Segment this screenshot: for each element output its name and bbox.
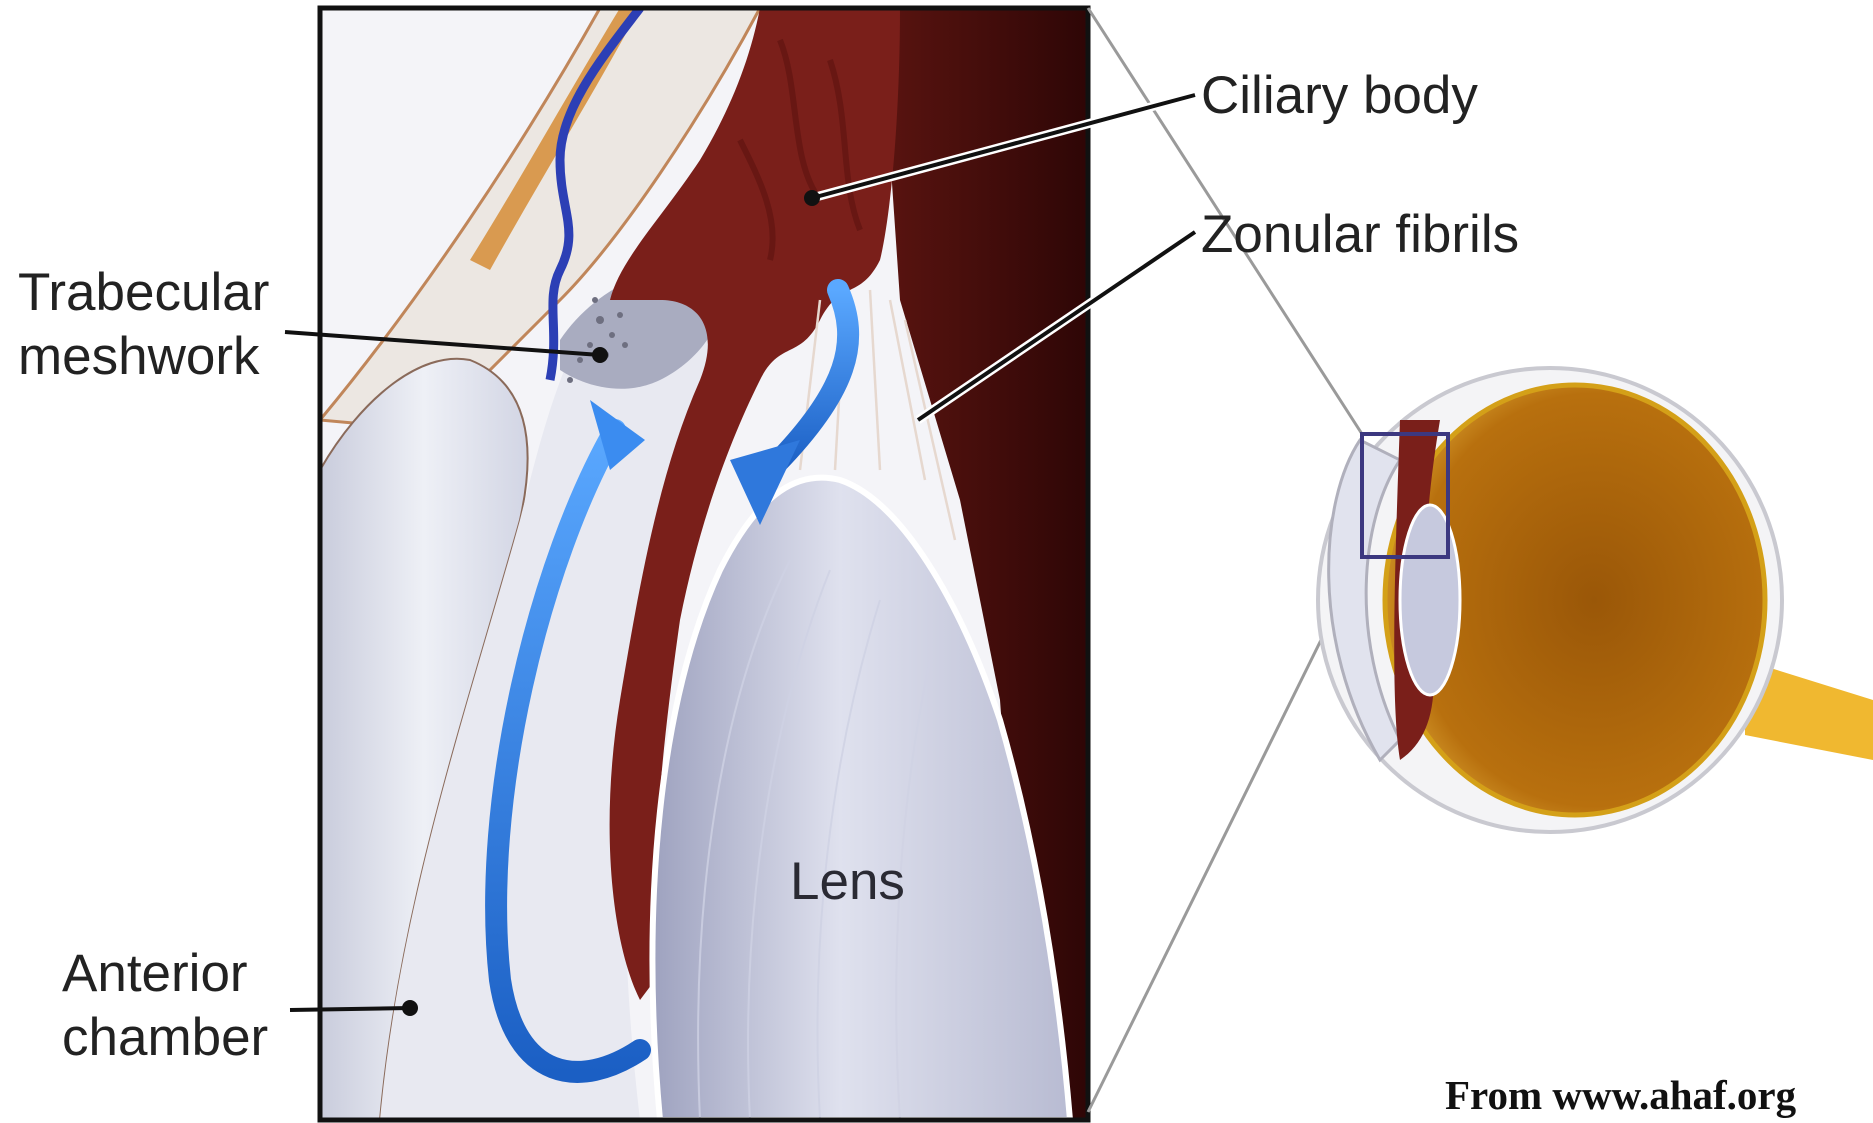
leader-dot-trabecular — [592, 347, 608, 363]
eyeball-icon — [1318, 368, 1873, 832]
lens-small — [1400, 505, 1460, 695]
label-ciliary-body: Ciliary body — [1201, 64, 1478, 128]
leader-dot-ciliary — [804, 190, 820, 206]
leader-anterior — [290, 1008, 410, 1010]
label-lens: Lens — [790, 850, 905, 914]
magnified-panel — [320, 8, 1088, 1120]
label-anterior-line2: chamber — [62, 1006, 268, 1070]
leader-dot-anterior — [402, 1000, 418, 1016]
label-trabecular-line1: Trabecular — [18, 261, 269, 325]
label-anterior-line1: Anterior — [62, 942, 268, 1006]
label-trabecular-line2: meshwork — [18, 325, 269, 389]
source-credit: From www.ahaf.org — [1445, 1072, 1796, 1118]
label-trabecular-meshwork: Trabecular meshwork — [18, 261, 269, 389]
label-zonular-fibrils: Zonular fibrils — [1201, 203, 1519, 267]
label-anterior-chamber: Anterior chamber — [62, 942, 268, 1070]
